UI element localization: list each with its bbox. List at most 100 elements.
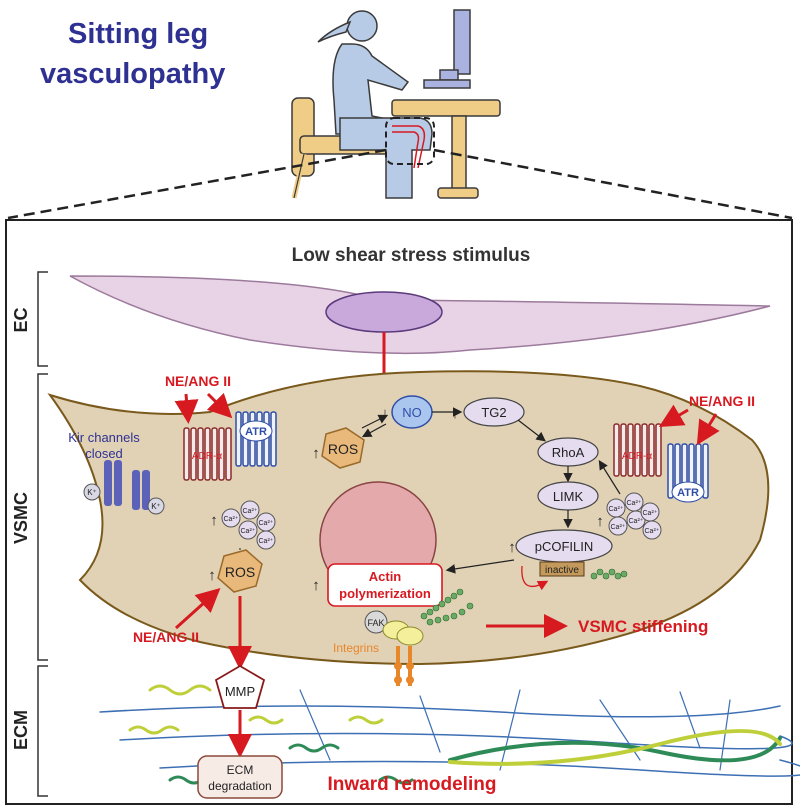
integrins-label: Integrins [333,641,379,655]
ros-label-middle: ROS [328,441,358,457]
ne-arrow-to-adr-left [174,393,199,424]
title-line-1: Sitting leg [68,18,209,50]
region-label-ecm: ECM [11,710,31,750]
pcofilin-label: pCOFILIN [535,539,594,554]
pcofilin-to-actin-arrow [445,559,515,574]
ca-ion: Ca²⁺ [224,516,239,523]
ca-ion: Ca²⁺ [259,538,274,545]
actin-polymerization-box [327,563,443,607]
rhoa-label: RhoA [552,445,585,460]
ecm-fibers [99,684,800,785]
zoom-line-left [7,148,387,220]
ca-ion: Ca²⁺ [259,520,274,527]
ca-ion: Ca²⁺ [627,500,642,507]
actin-line-1: Actin [369,569,402,584]
vsmc-stiffening-label: VSMC stiffening [578,617,708,636]
ca-ion: Ca²⁺ [629,518,644,525]
inward-remodeling-label: Inward remodeling [328,774,497,795]
actin-filaments [420,568,628,626]
fak-label: FAK [367,618,384,628]
k-ion-left: K⁺ [87,488,97,497]
integrin-head [396,626,424,646]
adr-label-right: ADR-α [622,451,652,462]
ne-arrow-to-adr-right [658,404,689,428]
adr-receptor-left [183,427,232,481]
monitor-stand [439,69,459,81]
adr-receptor-right [613,423,662,477]
mmp-label: MMP [225,684,255,699]
ecm-degradation-box [197,755,283,799]
receptor-to-rhoa-arrow [598,459,621,495]
ca-ion: Ca²⁺ [643,510,658,517]
tg2-to-rhoa-arrow [517,419,546,442]
monitor-base [423,79,471,89]
inactive-curved-arrow [521,565,549,591]
ros-no-arrow-2 [361,423,387,438]
inactive-box [539,561,585,577]
ca-ion: Ca²⁺ [611,524,626,531]
up-arrow-ca-right: ↑ [596,513,604,530]
monitor-screen [453,9,471,75]
person-torso [332,43,410,135]
ne-ang-label-bottom-left: NE/ANG II [133,629,199,645]
ecm-degradation-line-2: degradation [208,779,271,793]
kir-label-line-1: Kir channels [68,430,140,445]
ros-hexagon-middle [321,427,365,469]
ne-arrow-to-atr-right [696,413,720,446]
header-low-shear-stress: Low shear stress stimulus [292,245,531,266]
ca-ion: Ca²⁺ [241,528,256,535]
ne-ang-label-top-right: NE/ANG II [689,393,755,409]
up-arrow-pcofilin: ↑ [508,539,516,556]
up-arrow-tg2: ↑ [451,405,459,422]
desk-top [391,99,501,117]
no-label: NO [402,405,422,420]
mmp-pentagon [214,664,266,709]
fak-circle [364,610,388,634]
region-label-ec: EC [11,307,31,332]
leg-vessel [392,125,426,169]
ros-hexagon-left [217,549,263,593]
adr-label-left: ADR-α [192,451,222,462]
person-legs [339,117,433,199]
ne-ang-label-top-left: NE/ANG II [165,373,231,389]
kir-channels [83,460,165,515]
down-arrow-no: ↓ [381,405,389,422]
tg2-oval [463,397,525,427]
ros-no-arrow-1 [361,414,389,429]
zoom-box [385,117,435,165]
up-arrow-ca-left: ↑ [210,512,218,529]
ne-arrow-to-atr-left [206,392,233,419]
region-brackets [37,271,48,797]
up-arrow-actin: ↑ [312,577,320,594]
desk-foot [437,187,479,199]
calcium-cluster-left [221,500,276,550]
ca-ion: Ca²⁺ [645,528,660,535]
person-ponytail [317,20,352,43]
region-label-vsmc: VSMC [11,492,31,544]
inactive-label: inactive [545,565,579,576]
integrin-stalks [394,646,414,686]
zoom-line-right [433,148,793,220]
atr-badge-right [671,481,705,503]
actin-line-2: polymerization [339,586,431,601]
k-ion-right: K⁺ [151,502,161,511]
atr-label-right: ATR [677,487,699,499]
up-arrow-ros-middle: ↑ [312,445,320,462]
sitting-person-illustration [291,9,501,199]
ne-arrow-to-ros [174,587,221,630]
kir-label-line-2: closed [85,446,123,461]
ca-ion: Ca²⁺ [243,508,258,515]
limk-label: LIMK [553,489,584,504]
tg2-label: TG2 [481,405,506,420]
ecm-degradation-line-1: ECM [227,763,254,777]
ros-label-left: ROS [225,564,255,580]
ca-ion: Ca²⁺ [609,506,624,513]
title-line-2: vasculopathy [40,58,226,90]
up-arrow-ros-left: ↑ [208,567,216,584]
person-head [346,10,378,42]
ec-nucleus [325,291,443,333]
atr-badge-left [239,420,273,442]
calcium-cluster-right [606,492,662,540]
atr-label-left: ATR [245,426,267,438]
